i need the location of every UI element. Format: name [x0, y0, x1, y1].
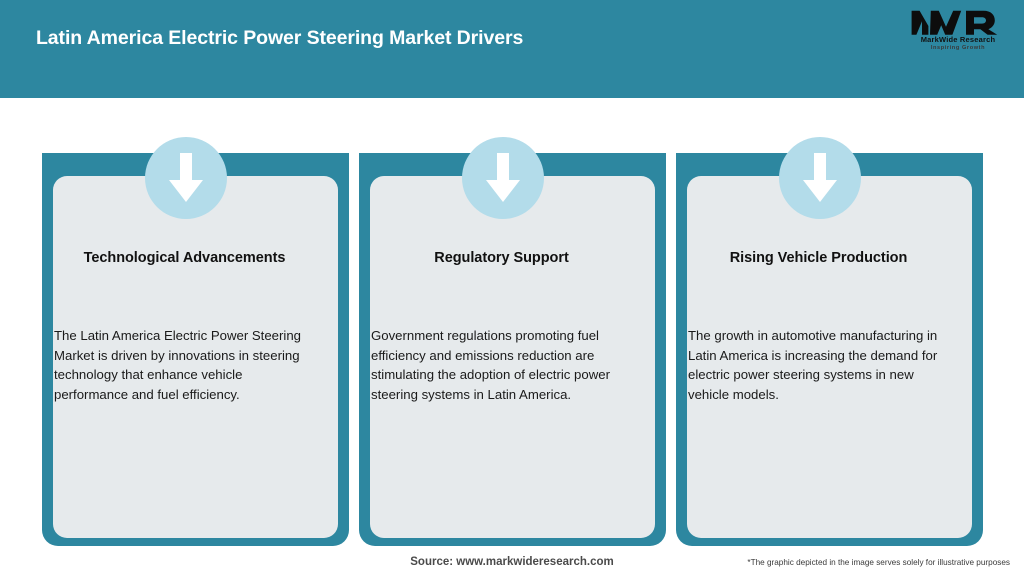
down-arrow-icon — [779, 137, 861, 219]
card-panel — [370, 176, 655, 538]
card-panel — [687, 176, 972, 538]
driver-card-1[interactable]: Technological Advancements The Latin Ame… — [42, 98, 349, 546]
card-title: Regulatory Support — [434, 250, 569, 266]
page-title: Latin America Electric Power Steering Ma… — [36, 27, 524, 49]
down-arrow-icon — [462, 137, 544, 219]
brand-logo: MarkWide Research Inspiring Growth — [910, 8, 1006, 56]
page-header: Latin America Electric Power Steering Ma… — [0, 0, 1024, 98]
down-arrow-glyph — [486, 153, 520, 202]
card-body-text: The growth in automotive manufacturing i… — [688, 328, 938, 402]
card-panel — [53, 176, 338, 538]
down-arrow-icon — [145, 137, 227, 219]
logo-tagline: Inspiring Growth — [930, 45, 986, 51]
logo-company-name: MarkWide Research — [920, 35, 996, 44]
card-body-text: The Latin America Electric Power Steerin… — [54, 328, 302, 402]
drivers-card-row: Technological Advancements The Latin Ame… — [0, 98, 1024, 546]
card-title: Technological Advancements — [83, 250, 286, 266]
source-label: Source: www.markwideresearch.com — [410, 556, 614, 568]
down-arrow-glyph — [803, 153, 837, 202]
disclaimer-note: *The graphic depicted in the image serve… — [747, 558, 1010, 567]
driver-card-3[interactable]: Rising Vehicle Production The growth in … — [676, 98, 983, 546]
mwr-logo-icon — [911, 10, 998, 35]
driver-card-2[interactable]: Regulatory Support Government regulation… — [359, 98, 666, 546]
down-arrow-glyph — [169, 153, 203, 202]
card-title: Rising Vehicle Production — [729, 250, 908, 266]
card-body-text: Government regulations promoting fuel ef… — [371, 328, 610, 402]
